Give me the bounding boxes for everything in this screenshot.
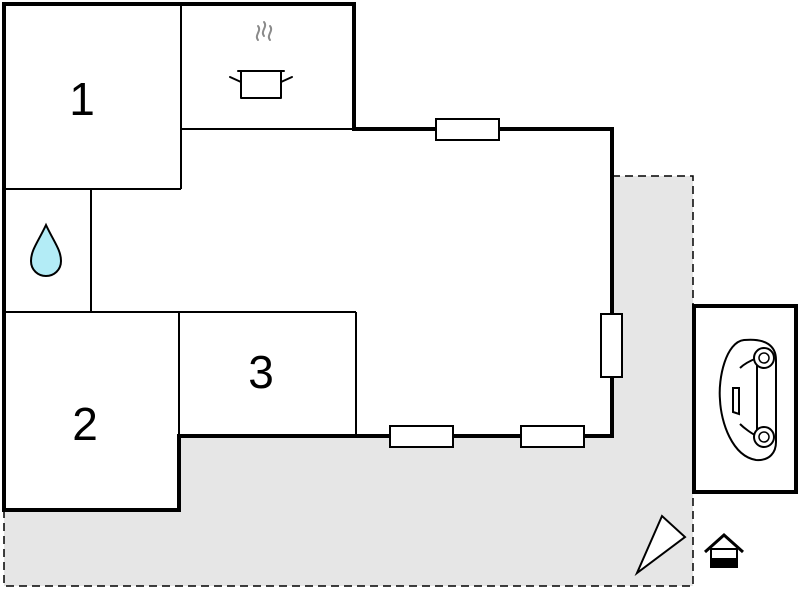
- exterior-walls: [2, 2, 614, 512]
- water-drop-icon: [29, 222, 63, 278]
- interior-partitions: [4, 4, 357, 436]
- car-icon: [718, 338, 777, 462]
- garage: [692, 304, 798, 494]
- room-1-label: 1: [69, 73, 95, 125]
- window-bottom-right: [520, 425, 585, 448]
- window-right: [600, 313, 623, 378]
- compass-arrow-icon: [634, 514, 687, 577]
- room-3-label: 3: [248, 346, 274, 398]
- house-entrance-icon: [703, 532, 745, 568]
- cooking-pot-icon: [229, 21, 293, 99]
- window-top: [435, 118, 500, 141]
- window-bottom-left: [389, 425, 454, 448]
- room-2-label: 2: [72, 398, 98, 450]
